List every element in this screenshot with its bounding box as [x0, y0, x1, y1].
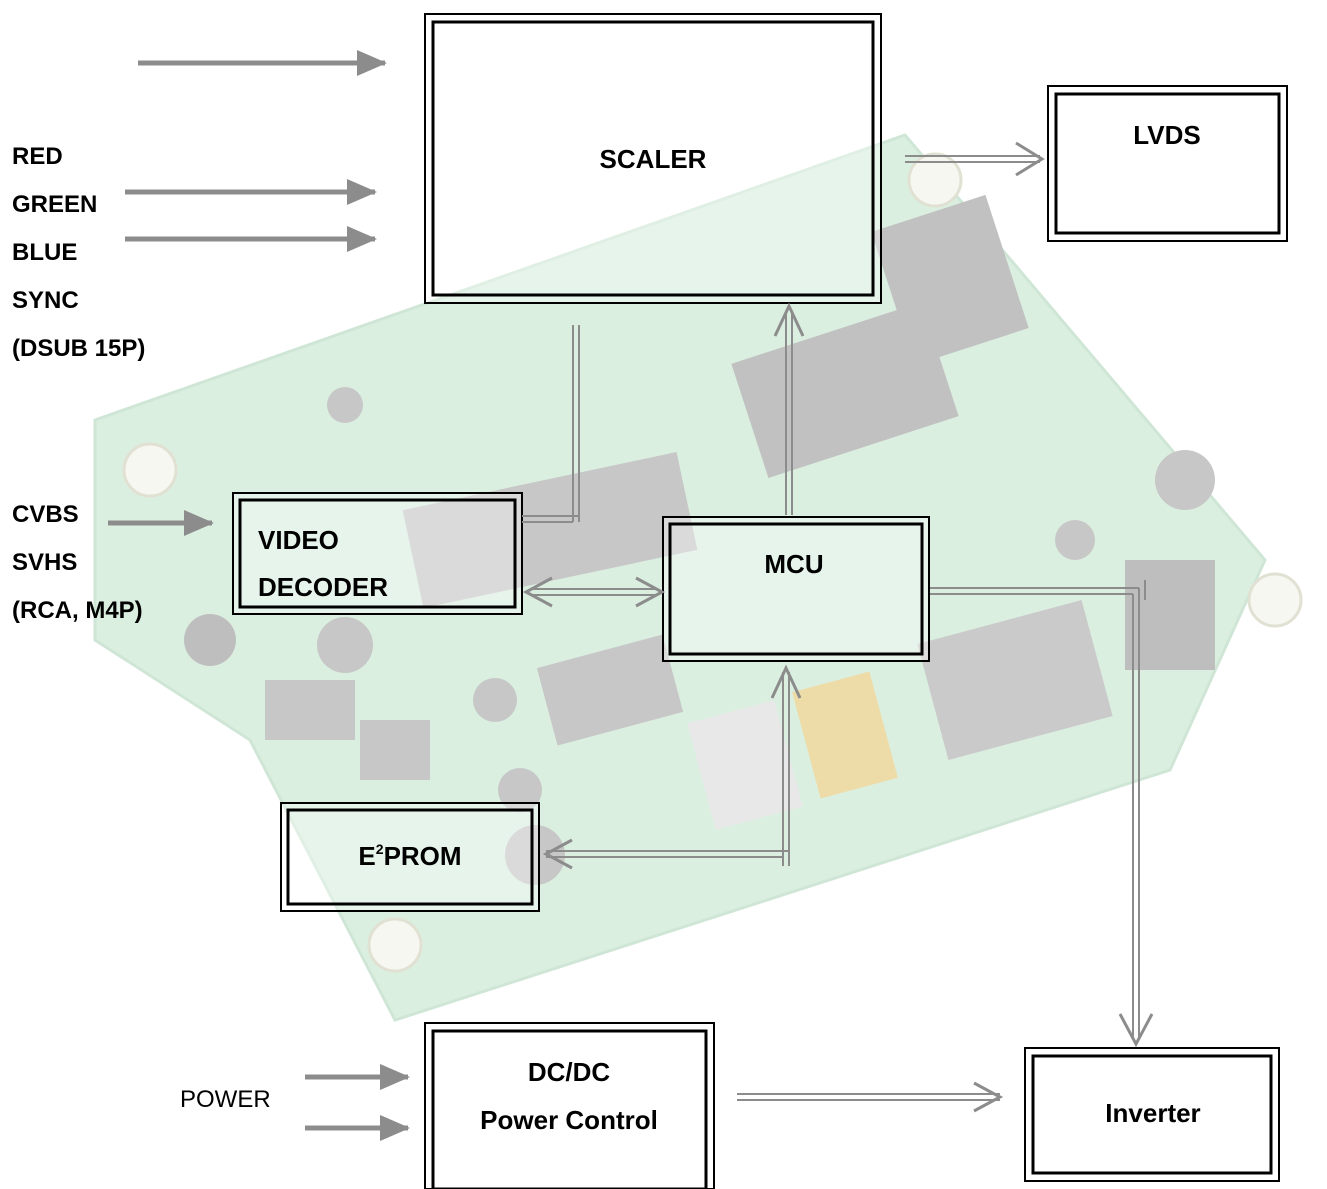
arrow-mcu-eeprom — [542, 664, 802, 870]
video-decoder-label-line1: VIDEO — [258, 525, 339, 555]
mcu-block: MCU — [662, 516, 930, 662]
video-input-labels: CVBS SVHS (RCA, M4P) — [12, 501, 143, 624]
arrow-mcu-to-inverter — [930, 580, 1154, 1048]
inverter-block: Inverter — [1024, 1047, 1280, 1182]
label-blue: BLUE — [12, 239, 77, 266]
label-rca-m4p: (RCA, M4P) — [12, 597, 143, 624]
input-arrows — [108, 50, 410, 1141]
line-scaler-to-video-decoder — [522, 325, 580, 523]
label-green: GREEN — [12, 191, 97, 218]
rgb-input-labels: RED GREEN BLUE SYNC (DSUB 15P) — [12, 143, 145, 362]
bus-connections — [522, 141, 1154, 1113]
arrow-video-decoder-mcu — [522, 576, 666, 608]
scaler-block: SCALER — [424, 13, 882, 304]
lvds-block: LVDS — [1047, 85, 1288, 242]
eeprom-block: E2PROM — [280, 802, 540, 912]
lvds-label: LVDS — [1133, 120, 1200, 150]
label-red: RED — [12, 143, 63, 170]
label-sync: SYNC — [12, 287, 79, 314]
eeprom-label: E2PROM — [358, 841, 461, 871]
label-power: POWER — [180, 1086, 271, 1113]
dcdc-label-line2: Power Control — [480, 1105, 658, 1135]
label-cvbs: CVBS — [12, 501, 79, 528]
video-decoder-label-line2: DECODER — [258, 572, 388, 602]
inverter-label: Inverter — [1105, 1098, 1200, 1128]
arrow-mcu-to-scaler — [773, 302, 805, 515]
label-dsub: (DSUB 15P) — [12, 335, 145, 362]
dcdc-power-control-block: DC/DC Power Control — [424, 1022, 715, 1189]
arrow-dcdc-to-inverter — [737, 1081, 1004, 1113]
mcu-label: MCU — [764, 549, 823, 579]
scaler-label: SCALER — [600, 144, 707, 174]
label-svhs: SVHS — [12, 549, 77, 576]
video-decoder-block: VIDEO DECODER — [232, 492, 523, 615]
dcdc-label-line1: DC/DC — [528, 1057, 611, 1087]
arrow-scaler-to-lvds — [905, 141, 1045, 177]
